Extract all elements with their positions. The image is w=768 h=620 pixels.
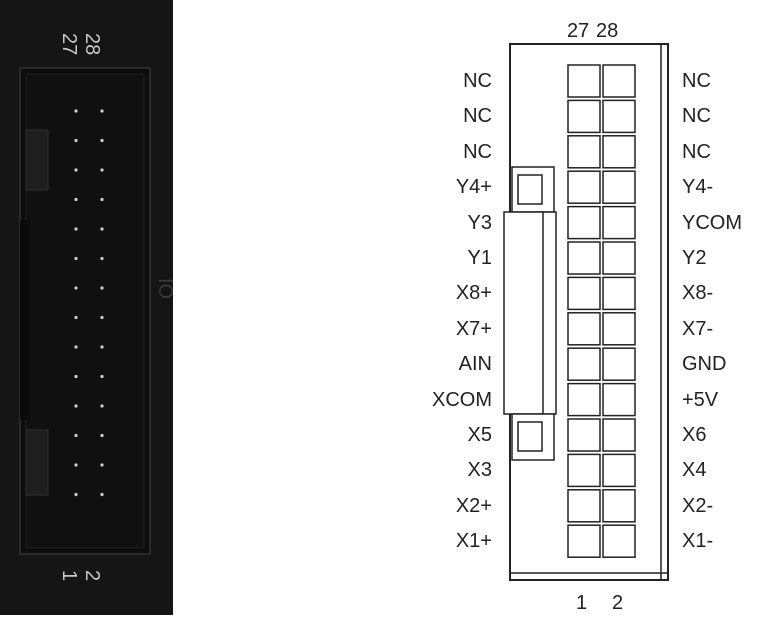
pin-label-right: X8- [682,282,714,305]
pin-box [567,382,601,417]
pin-label-left: Y4+ [455,176,492,199]
photo-pin-dot [100,315,104,320]
pin-box [567,135,601,169]
photo-pin-dot [74,404,78,408]
pin-box [567,99,601,134]
photo-pin-dot [74,433,78,438]
photo-pin-dot [74,315,78,320]
pin-label-right: NC [682,105,711,128]
pin-label-left: X8+ [455,282,492,305]
pin-label-left: X2+ [455,494,492,517]
pin-box [602,64,636,98]
pin-label-right: Y4- [682,176,714,199]
pin-box [602,453,636,488]
top-number-27: 27 [567,20,590,42]
pin-label-left: X1+ [455,530,492,553]
photo-pin-dot [74,227,78,231]
photo-pin-dot [100,433,104,438]
photo-pin-dot [74,286,78,290]
photo-pin-dot [100,168,104,172]
photo-pin-dot [74,109,78,113]
pin-grid [567,64,636,558]
pin-label-right: X4 [682,459,707,482]
photo-pin-dot [74,374,78,379]
pin-label-right: X7- [682,317,714,340]
photo-pin-dot [74,345,78,349]
pin-box [567,205,601,240]
bottom-number-2: 2 [612,592,624,614]
photo-pin-dot [100,138,104,143]
photo-pin-dot [100,404,104,408]
pin-box [602,241,636,275]
photo-pin-dot [100,109,104,113]
pin-label-left: NC [463,105,492,128]
pin-label-right: Y2 [682,247,707,269]
pin-box [602,99,636,134]
photo-pin-dot [100,463,104,467]
photo-pin-dot [74,463,78,467]
photo-pin-dot [100,345,104,349]
photo-pin-dot [74,256,78,261]
pin-box [602,382,636,417]
photo-pin-dot [74,197,78,202]
pin-box [602,347,636,381]
photo-pin-dot [74,168,78,172]
pin-box [602,135,636,169]
pin-label-right: YCOM [682,211,742,234]
pin-label-right: X2- [682,494,714,517]
pin-box [567,64,601,98]
connector-photo: 28 27 IO 2 1 [0,0,176,615]
pin-label-right: NC [682,140,711,163]
pin-label-left: X7+ [455,317,492,340]
pin-box [602,524,636,558]
pin-label-left: X5 [467,424,492,446]
lower-latch-inner [517,421,543,452]
photo-pin-dot [74,492,78,497]
photo-pin-dot [100,227,104,231]
pin-box [602,489,636,523]
pin-box [567,241,601,275]
photo-pin-dot [100,197,104,202]
pin-label-left: Y3 [467,211,492,234]
keyway [503,211,557,415]
pin-box [602,170,636,204]
pin-box [567,170,601,204]
upper-latch-inner [517,174,543,205]
pin-label-right: GND [682,353,727,376]
pin-box [602,276,636,311]
pin-label-right: X6 [682,424,707,446]
photo-pin-dot [100,286,104,290]
connector-photo-drawing [0,0,173,615]
photo-pin-dot [74,138,78,143]
pin-box [567,418,601,452]
pin-box [567,276,601,311]
pin-label-left: AIN [458,353,492,376]
photo-pin-dot [100,374,104,379]
top-number-28: 28 [596,20,619,42]
pin-label-right: +5V [682,388,719,411]
pin-box [567,347,601,381]
pin-box [602,312,636,346]
pin-label-left: Y1 [467,247,492,269]
photo-pin-dot [100,256,104,261]
pin-label-left: NC [463,140,492,163]
pin-label-right: X1- [682,530,714,553]
photo-pin-dot [100,492,104,497]
pin-label-left: NC [463,70,492,92]
pin-box [567,524,601,558]
pin-box [567,453,601,488]
pin-label-left: X3 [467,459,492,482]
pin-box [567,312,601,346]
pin-box [602,418,636,452]
pin-label-right: NC [682,70,711,92]
pin-box [602,205,636,240]
pin-box [567,489,601,523]
pin-label-left: XCOM [432,388,492,411]
bottom-number-1: 1 [576,592,588,614]
